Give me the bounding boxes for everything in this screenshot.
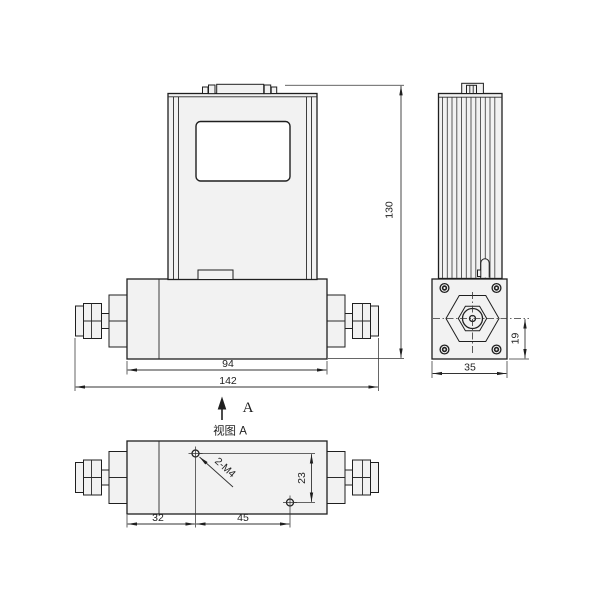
screw-icon bbox=[491, 282, 502, 294]
bottom-view: 2-M4 23 32 45 bbox=[75, 440, 379, 528]
dim-94: 94 bbox=[126, 358, 328, 375]
housing-bottom-tab bbox=[197, 269, 234, 280]
screw-icon bbox=[439, 282, 450, 294]
screw-icon bbox=[439, 344, 450, 355]
dim-32: 32 bbox=[126, 460, 196, 528]
dim-35: 35 bbox=[431, 361, 508, 378]
port-fitting-end bbox=[433, 292, 529, 355]
dim-19-label: 19 bbox=[510, 333, 522, 345]
cable-clip bbox=[477, 258, 490, 278]
dim-142-label: 142 bbox=[219, 375, 237, 387]
screw-icon bbox=[491, 344, 502, 355]
dim-130: 130 bbox=[285, 84, 404, 359]
dim-45-label: 45 bbox=[237, 512, 249, 524]
view-arrow-head-icon bbox=[217, 396, 227, 410]
dim-23-label: 23 bbox=[296, 472, 308, 484]
jackscrew-icon bbox=[270, 86, 278, 94]
view-direction-indicator: A bbox=[217, 396, 254, 420]
corner-screws bbox=[439, 282, 502, 355]
dim-142: 142 bbox=[74, 338, 379, 391]
dim-94-label: 94 bbox=[222, 358, 234, 370]
dsub-connector-body bbox=[216, 83, 265, 95]
front-view: 94 142 130 bbox=[74, 83, 404, 391]
outlet-fitting-front bbox=[324, 294, 379, 348]
dim-35-label: 35 bbox=[464, 362, 476, 374]
side-view: 19 35 bbox=[431, 82, 529, 378]
heatsink bbox=[437, 92, 503, 280]
jackscrew-icon bbox=[202, 86, 209, 94]
dim-45: 45 bbox=[196, 509, 291, 528]
dim-130-label: 130 bbox=[384, 201, 396, 219]
view-a-title: 视图 A bbox=[213, 424, 247, 438]
heatsink-fins bbox=[442, 97, 496, 278]
top-connector-front bbox=[202, 83, 278, 95]
base-block-front bbox=[126, 278, 328, 360]
top-connector-side bbox=[461, 82, 484, 95]
dim-32-label: 32 bbox=[152, 512, 164, 524]
outlet-fitting-bottom bbox=[324, 451, 379, 504]
view-arrow-label: A bbox=[243, 400, 254, 416]
electronics-housing bbox=[167, 92, 318, 281]
display-window bbox=[195, 120, 291, 182]
inlet-fitting-front bbox=[75, 294, 130, 348]
inlet-fitting-bottom bbox=[75, 451, 130, 504]
dim-19: 19 bbox=[509, 319, 529, 360]
dim-23: 23 bbox=[199, 453, 315, 503]
